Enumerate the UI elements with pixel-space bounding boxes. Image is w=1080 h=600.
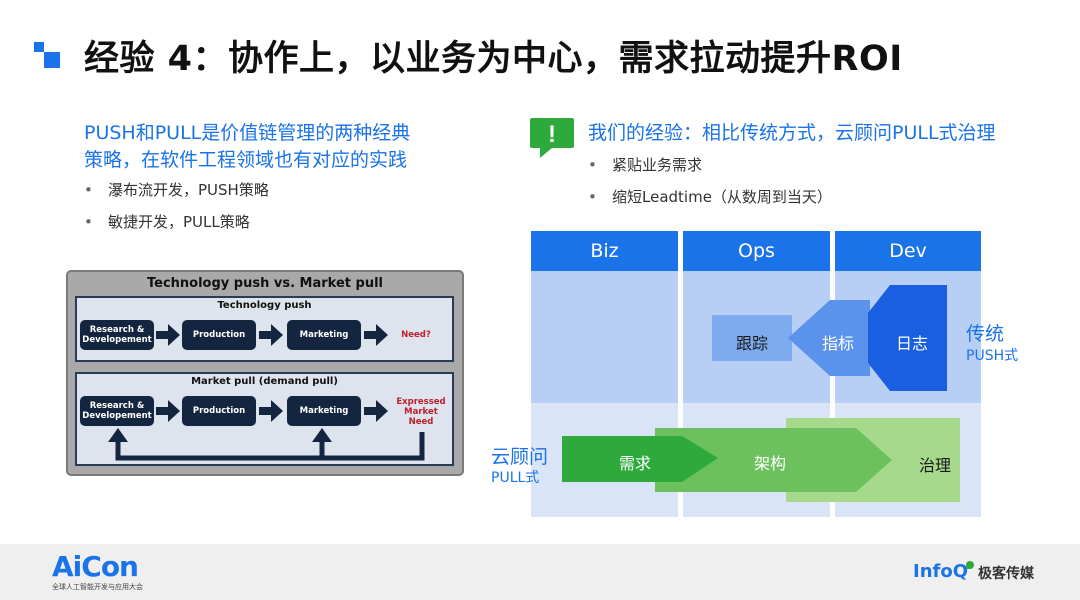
biz-push-zone	[531, 271, 678, 403]
infoq-mark-icon	[966, 561, 974, 569]
push-style-label: 传统	[966, 323, 1005, 345]
push-arrow-1	[156, 324, 180, 346]
right-bullet-2: • 缩短Leadtime（从数周到当天）	[588, 186, 832, 207]
icon-glyph: !	[548, 121, 556, 148]
column-header-dev: Dev	[835, 231, 981, 271]
pull-label: Market pull (demand pull)	[191, 376, 338, 387]
bullet-dot: •	[588, 156, 597, 174]
pull-node-marketing: Marketing	[287, 396, 361, 426]
left-bullet-1: • 瀑布流开发，PUSH策略	[84, 179, 269, 200]
pull-arrow-1	[156, 400, 180, 422]
pull-chain-shapes	[562, 418, 960, 502]
push-track-shape	[712, 315, 792, 361]
right-bullet-1-text: 紧贴业务需求	[612, 156, 703, 174]
pull-style-label: 云顾问	[491, 446, 549, 468]
pull-demand-shape	[562, 436, 718, 482]
left-bullet-2: • 敏捷开发，PULL策略	[84, 211, 250, 232]
pull-feedback-loop	[108, 428, 425, 461]
right-bullet-2-text: 缩短Leadtime（从数周到当天）	[612, 188, 832, 206]
push-arrow-3	[364, 324, 388, 346]
push-log-shape	[868, 285, 947, 391]
page-title: 经验 4：协作上，以业务为中心，需求拉动提升ROI	[84, 39, 903, 79]
push-step-metric: 指标	[821, 334, 854, 353]
left-bullet-1-text: 瀑布流开发，PUSH策略	[108, 181, 269, 199]
exclamation-speech-icon: !	[530, 118, 574, 158]
right-heading: 我们的经验：相比传统方式，云顾问PULL式治理	[588, 122, 996, 144]
bullet-dot: •	[588, 188, 597, 206]
push-node-rd: Research & Developement	[80, 320, 154, 350]
title-marker-large	[44, 52, 60, 68]
figure-title: Technology push vs. Market pull	[147, 276, 383, 291]
push-end-need: Need?	[401, 330, 431, 340]
column-header-biz: Biz	[531, 231, 678, 271]
pull-arrow-2	[259, 400, 283, 422]
footer-bar	[0, 544, 1080, 600]
push-label-front: Technology push	[217, 300, 312, 311]
aicon-logo: AiCon	[52, 550, 139, 583]
push-step-log: 日志	[895, 334, 928, 353]
infoq-logo: InfoQ	[913, 561, 969, 582]
pull-step-governance: 治理	[918, 456, 951, 475]
column-header-ops: Ops	[683, 231, 830, 271]
push-node-marketing: Marketing	[287, 320, 361, 350]
pull-node-rd: Research & Developement	[80, 396, 154, 426]
pull-arrow-3	[364, 400, 388, 422]
bullet-dot: •	[84, 213, 93, 231]
push-step-track: 跟踪	[735, 334, 768, 353]
push-metric-shape	[788, 300, 870, 376]
pull-end-need: Expressed Market Need	[396, 397, 446, 427]
pull-step-demand: 需求	[618, 454, 651, 473]
pull-node-production: Production	[182, 396, 256, 426]
left-heading-line2: 策略，在软件工程领域也有对应的实践	[84, 149, 408, 171]
push-arrow-2	[259, 324, 283, 346]
right-bullet-1: • 紧贴业务需求	[588, 154, 702, 175]
push-node-production: Production	[182, 320, 256, 350]
infoq-cn-name: 极客传媒	[978, 566, 1034, 582]
push-style-sublabel: PUSH式	[966, 348, 1019, 364]
pull-panel	[75, 372, 454, 466]
pull-style-sublabel: PULL式	[491, 470, 540, 486]
left-bullet-2-text: 敏捷开发，PULL策略	[108, 213, 250, 231]
pull-step-architecture: 架构	[753, 454, 786, 473]
title-marker-small	[34, 42, 44, 52]
bullet-dot: •	[84, 181, 93, 199]
push-chain-shapes	[712, 285, 947, 391]
aicon-subtitle: 全球人工智能开发与应用大会	[52, 583, 143, 591]
pull-architecture-shape	[655, 428, 892, 492]
left-heading-line1: PUSH和PULL是价值链管理的两种经典	[84, 122, 411, 144]
